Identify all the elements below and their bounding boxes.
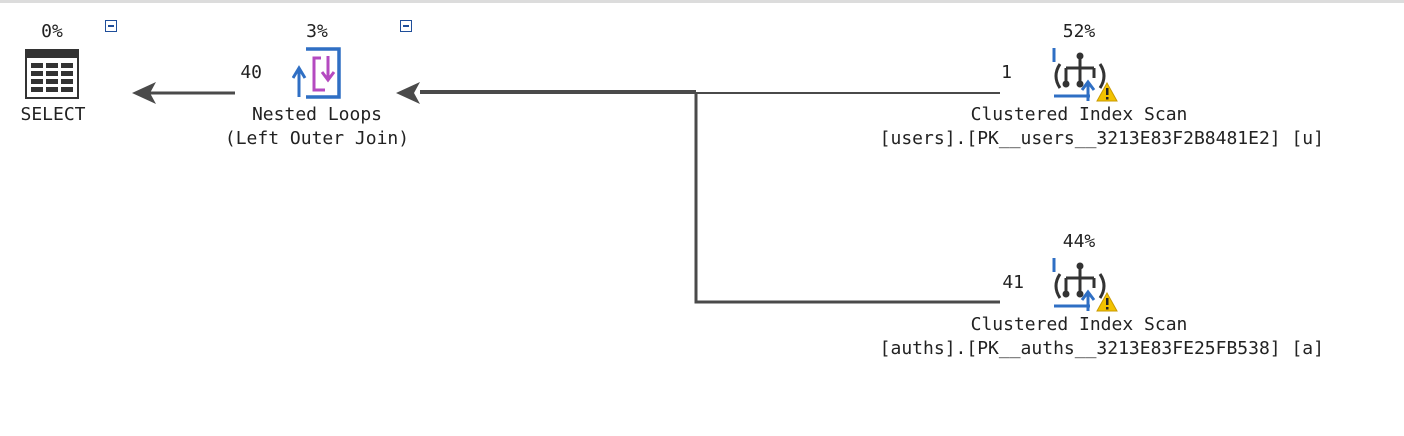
users-scan-label: Clustered Index Scan	[970, 104, 1188, 125]
top-border	[0, 0, 1404, 3]
nested-loops-collapse-icon[interactable]	[400, 20, 412, 32]
select-collapse-icon[interactable]	[105, 20, 117, 32]
users-scan-row-count: 1	[1001, 62, 1012, 83]
nested-loops-icon	[291, 46, 344, 104]
nested-loops-cost-percent: 3%	[306, 21, 328, 42]
select-label: SELECT	[20, 104, 86, 125]
warning-icon	[1096, 81, 1118, 106]
auths-scan-cost-percent: 44%	[1062, 231, 1096, 252]
wire-nested-to-select	[132, 82, 235, 104]
nested-loops-row-count: 40	[240, 62, 262, 83]
wire-users-to-nested	[396, 82, 1000, 104]
nested-loops-label: Nested Loops	[251, 104, 383, 125]
auths-scan-object: [auths].[PK__auths__3213E83FE25FB538] [a…	[879, 338, 1324, 359]
clustered-index-scan-icon	[1050, 46, 1120, 108]
auths-scan-label: Clustered Index Scan	[970, 314, 1188, 335]
warning-icon	[1096, 291, 1118, 316]
select-cost-percent: 0%	[41, 21, 63, 42]
users-scan-object: [users].[PK__users__3213E83F2B8481E2] [u…	[879, 128, 1324, 149]
nested-loops-sublabel: (Left Outer Join)	[224, 128, 410, 149]
wire-auths-to-nested	[694, 93, 1000, 304]
clustered-index-scan-icon	[1050, 256, 1120, 318]
users-scan-cost-percent: 52%	[1062, 21, 1096, 42]
auths-scan-row-count: 41	[1002, 272, 1024, 293]
select-table-icon	[25, 49, 79, 103]
